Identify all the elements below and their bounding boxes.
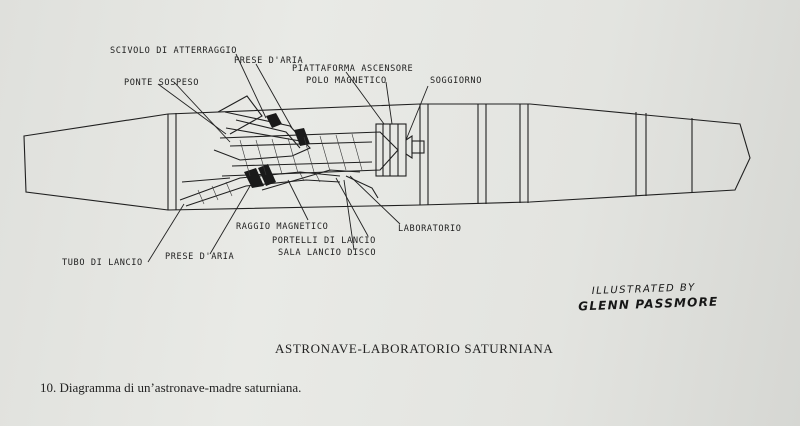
label-raggio-magnetico: RAGGIO MAGNETICO [236,222,329,232]
hull-outline [23,103,751,211]
label-ponte-sospeso: PONTE SOSPESO [124,78,200,88]
label-portelli-lancio: PORTELLI DI LANCIO [272,236,376,246]
label-prese-aria-bottom: PRESE D'ARIA [165,252,235,262]
diagram-title: ASTRONAVE-LABORATORIO SATURNIANA [275,341,554,356]
figure-caption: 10. Diagramma di un’astronave-madre satu… [40,380,302,395]
label-prese-aria-top: PRESE D'ARIA [234,56,304,66]
label-scivolo-atterraggio: SCIVOLO DI ATTERRAGGIO [110,46,238,56]
label-polo-magnetico: POLO MAGNETICO [306,76,387,86]
label-laboratorio: LABORATORIO [398,224,462,234]
illustrator-credit: ILLUSTRATED BY GLENN PASSMORE [578,281,719,313]
label-soggiorno: SOGGIORNO [430,76,482,86]
label-piattaforma-ascensore: PIATTAFORMA ASCENSORE [292,64,414,74]
label-tubo-lancio: TUBO DI LANCIO [62,258,143,268]
label-sala-lancio-disco: SALA LANCIO DISCO [278,248,377,258]
